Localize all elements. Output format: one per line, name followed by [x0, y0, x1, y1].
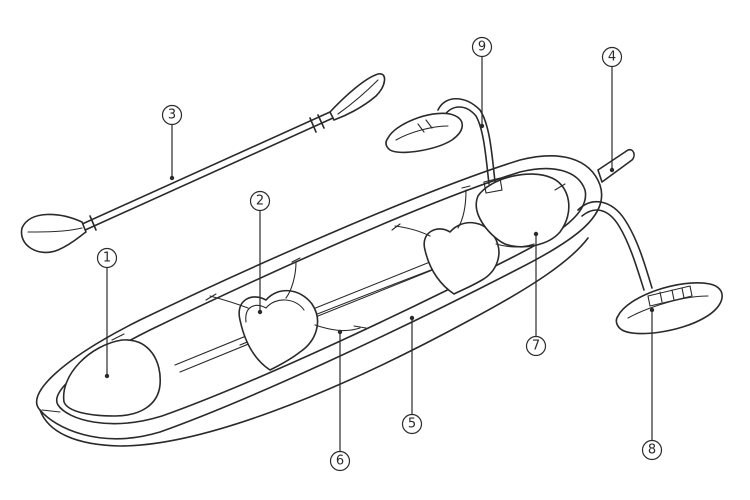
callout-5: 5 — [401, 413, 423, 435]
callout-4-label: 4 — [608, 50, 616, 65]
callout-7: 7 — [525, 335, 547, 357]
callout-7-label: 7 — [532, 339, 540, 354]
callout-2-label: 2 — [256, 194, 264, 209]
rear-rod — [597, 148, 635, 183]
callout-8-label: 8 — [648, 443, 656, 458]
callout-1: 1 — [96, 247, 118, 269]
callout-5-label: 5 — [408, 417, 416, 432]
callout-1-label: 1 — [103, 251, 111, 266]
callout-9-label: 9 — [478, 40, 486, 55]
front-outrigger — [385, 97, 503, 194]
callout-8: 8 — [641, 439, 663, 461]
callout-6: 6 — [329, 450, 351, 472]
callout-3: 3 — [161, 104, 183, 126]
callout-9: 9 — [471, 36, 493, 58]
callout-2: 2 — [249, 190, 271, 212]
callout-3-label: 3 — [168, 108, 176, 123]
rear-outrigger — [577, 201, 723, 335]
leader-lines — [104, 56, 655, 452]
callout-6-label: 6 — [336, 454, 344, 469]
callout-4: 4 — [601, 46, 623, 68]
front-seat — [205, 257, 367, 371]
paddle — [20, 73, 386, 254]
bow-float — [62, 339, 161, 417]
rear-seat — [391, 173, 570, 295]
